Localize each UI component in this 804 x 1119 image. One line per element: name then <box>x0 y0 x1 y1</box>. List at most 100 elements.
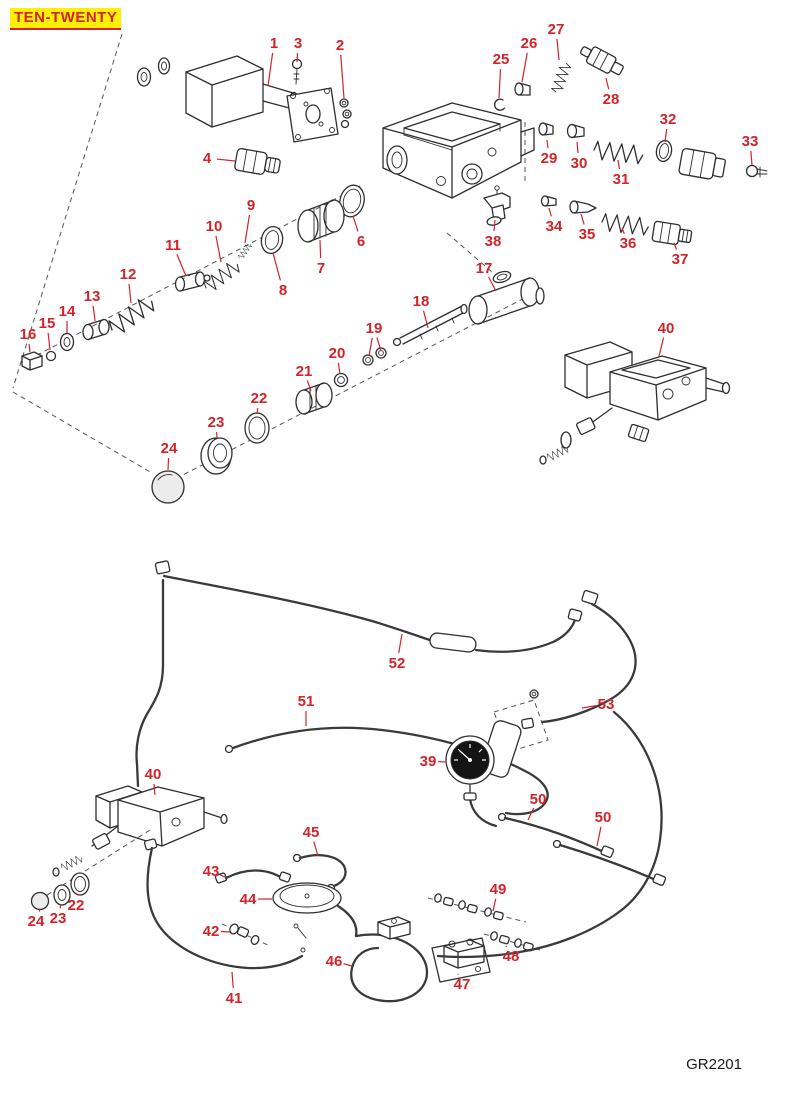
callout-leader <box>505 945 508 948</box>
callout-leader <box>548 207 552 217</box>
spring-12 <box>106 293 158 338</box>
callout-14: 14 <box>59 303 76 320</box>
callout-leader <box>313 841 319 857</box>
snap-ring-25 <box>493 98 506 111</box>
callout-2: 2 <box>336 37 344 54</box>
plug-26 <box>514 82 531 96</box>
callout-leader <box>596 826 602 847</box>
callout-leader <box>422 310 429 329</box>
callout-3: 3 <box>294 35 302 52</box>
fitting-cluster-49 <box>427 893 527 923</box>
callout-leader <box>376 337 382 352</box>
callout-53: 53 <box>598 696 615 713</box>
pressure-gauge <box>445 699 549 801</box>
callout-leader <box>340 54 345 99</box>
tube-53 <box>521 589 663 914</box>
spring-36 <box>600 212 650 236</box>
callout-leader <box>128 283 132 304</box>
callout-leader <box>750 150 753 166</box>
page-title-text: TEN-TWENTY <box>14 9 118 26</box>
hydraulic-plumbing-view <box>30 560 667 1003</box>
fitting-cluster-48 <box>483 931 541 952</box>
screw-icons <box>293 923 307 953</box>
tube-41 <box>143 838 304 970</box>
o-rings-2 <box>339 98 352 129</box>
hose-loop-46 <box>350 933 429 1003</box>
callout-13: 13 <box>84 288 101 305</box>
ring-22-bottom <box>70 872 90 896</box>
callout-24: 24 <box>28 913 45 930</box>
callout-leader <box>272 252 281 281</box>
callout-27: 27 <box>548 21 565 38</box>
ball-15 <box>45 350 57 362</box>
spring-9 <box>237 241 253 261</box>
callout-leader <box>38 908 41 912</box>
callout-23: 23 <box>50 910 67 927</box>
plug-37 <box>651 220 693 246</box>
callout-37: 37 <box>672 251 689 268</box>
callout-leader <box>492 898 497 912</box>
cap-24 <box>151 470 185 504</box>
callout-leader <box>216 158 236 162</box>
callout-12: 12 <box>120 266 137 283</box>
callout-15: 15 <box>39 315 56 332</box>
solenoid-washers <box>136 57 171 87</box>
callout-4: 4 <box>203 150 212 167</box>
callout-leader <box>167 457 170 471</box>
callout-leader <box>398 633 403 654</box>
hose-43 <box>214 869 292 884</box>
cap-24-bottom <box>30 891 50 911</box>
elbow-fitting-38 <box>483 185 511 226</box>
callout-leader <box>337 362 341 375</box>
callout-leader <box>658 337 665 357</box>
valve-block-47 <box>431 937 491 983</box>
callout-50: 50 <box>595 809 612 826</box>
mounting-bolt <box>291 58 303 85</box>
fittings-42 <box>221 923 271 947</box>
callout-43: 43 <box>203 863 220 880</box>
piston-11 <box>174 271 211 292</box>
tube-left-drop <box>135 578 165 788</box>
callout-44: 44 <box>240 891 257 908</box>
valve-block-small <box>377 916 411 940</box>
callout-40: 40 <box>145 766 162 783</box>
callout-39: 39 <box>420 753 437 770</box>
callout-34: 34 <box>546 218 563 235</box>
callout-leader <box>28 343 31 353</box>
callout-leader <box>621 227 625 234</box>
callout-leader <box>59 903 62 909</box>
valve-body <box>382 102 535 199</box>
washer-14 <box>59 332 75 352</box>
callout-47: 47 <box>454 976 471 993</box>
callout-45: 45 <box>303 824 320 841</box>
callout-leader <box>368 337 373 357</box>
callout-48: 48 <box>503 948 520 965</box>
callout-30: 30 <box>571 155 588 172</box>
o-ring-20 <box>333 372 349 388</box>
callout-38: 38 <box>485 233 502 250</box>
callout-52: 52 <box>389 655 406 672</box>
fitting-28 <box>580 46 624 76</box>
spring-27 <box>550 61 573 95</box>
callout-leader <box>576 141 579 154</box>
callout-36: 36 <box>620 235 637 252</box>
callout-9: 9 <box>247 197 255 214</box>
cap-30 <box>566 123 585 139</box>
callout-6: 6 <box>357 233 365 250</box>
callout-32: 32 <box>660 111 677 128</box>
callout-11: 11 <box>165 237 181 254</box>
cap-29 <box>538 122 554 136</box>
callout-7: 7 <box>317 260 325 277</box>
figure-code: GR2201 <box>686 1056 742 1073</box>
callout-17: 17 <box>476 260 493 277</box>
callout-leader <box>215 235 222 263</box>
callout-20: 20 <box>329 345 346 362</box>
callout-leader <box>176 253 187 277</box>
valve-35 <box>569 200 597 214</box>
hex-fitting-4 <box>234 147 281 175</box>
fitting-34 <box>540 195 557 207</box>
tube-right-return <box>436 910 621 959</box>
callout-8: 8 <box>279 282 287 299</box>
valve-assembly-40-top <box>539 341 731 465</box>
